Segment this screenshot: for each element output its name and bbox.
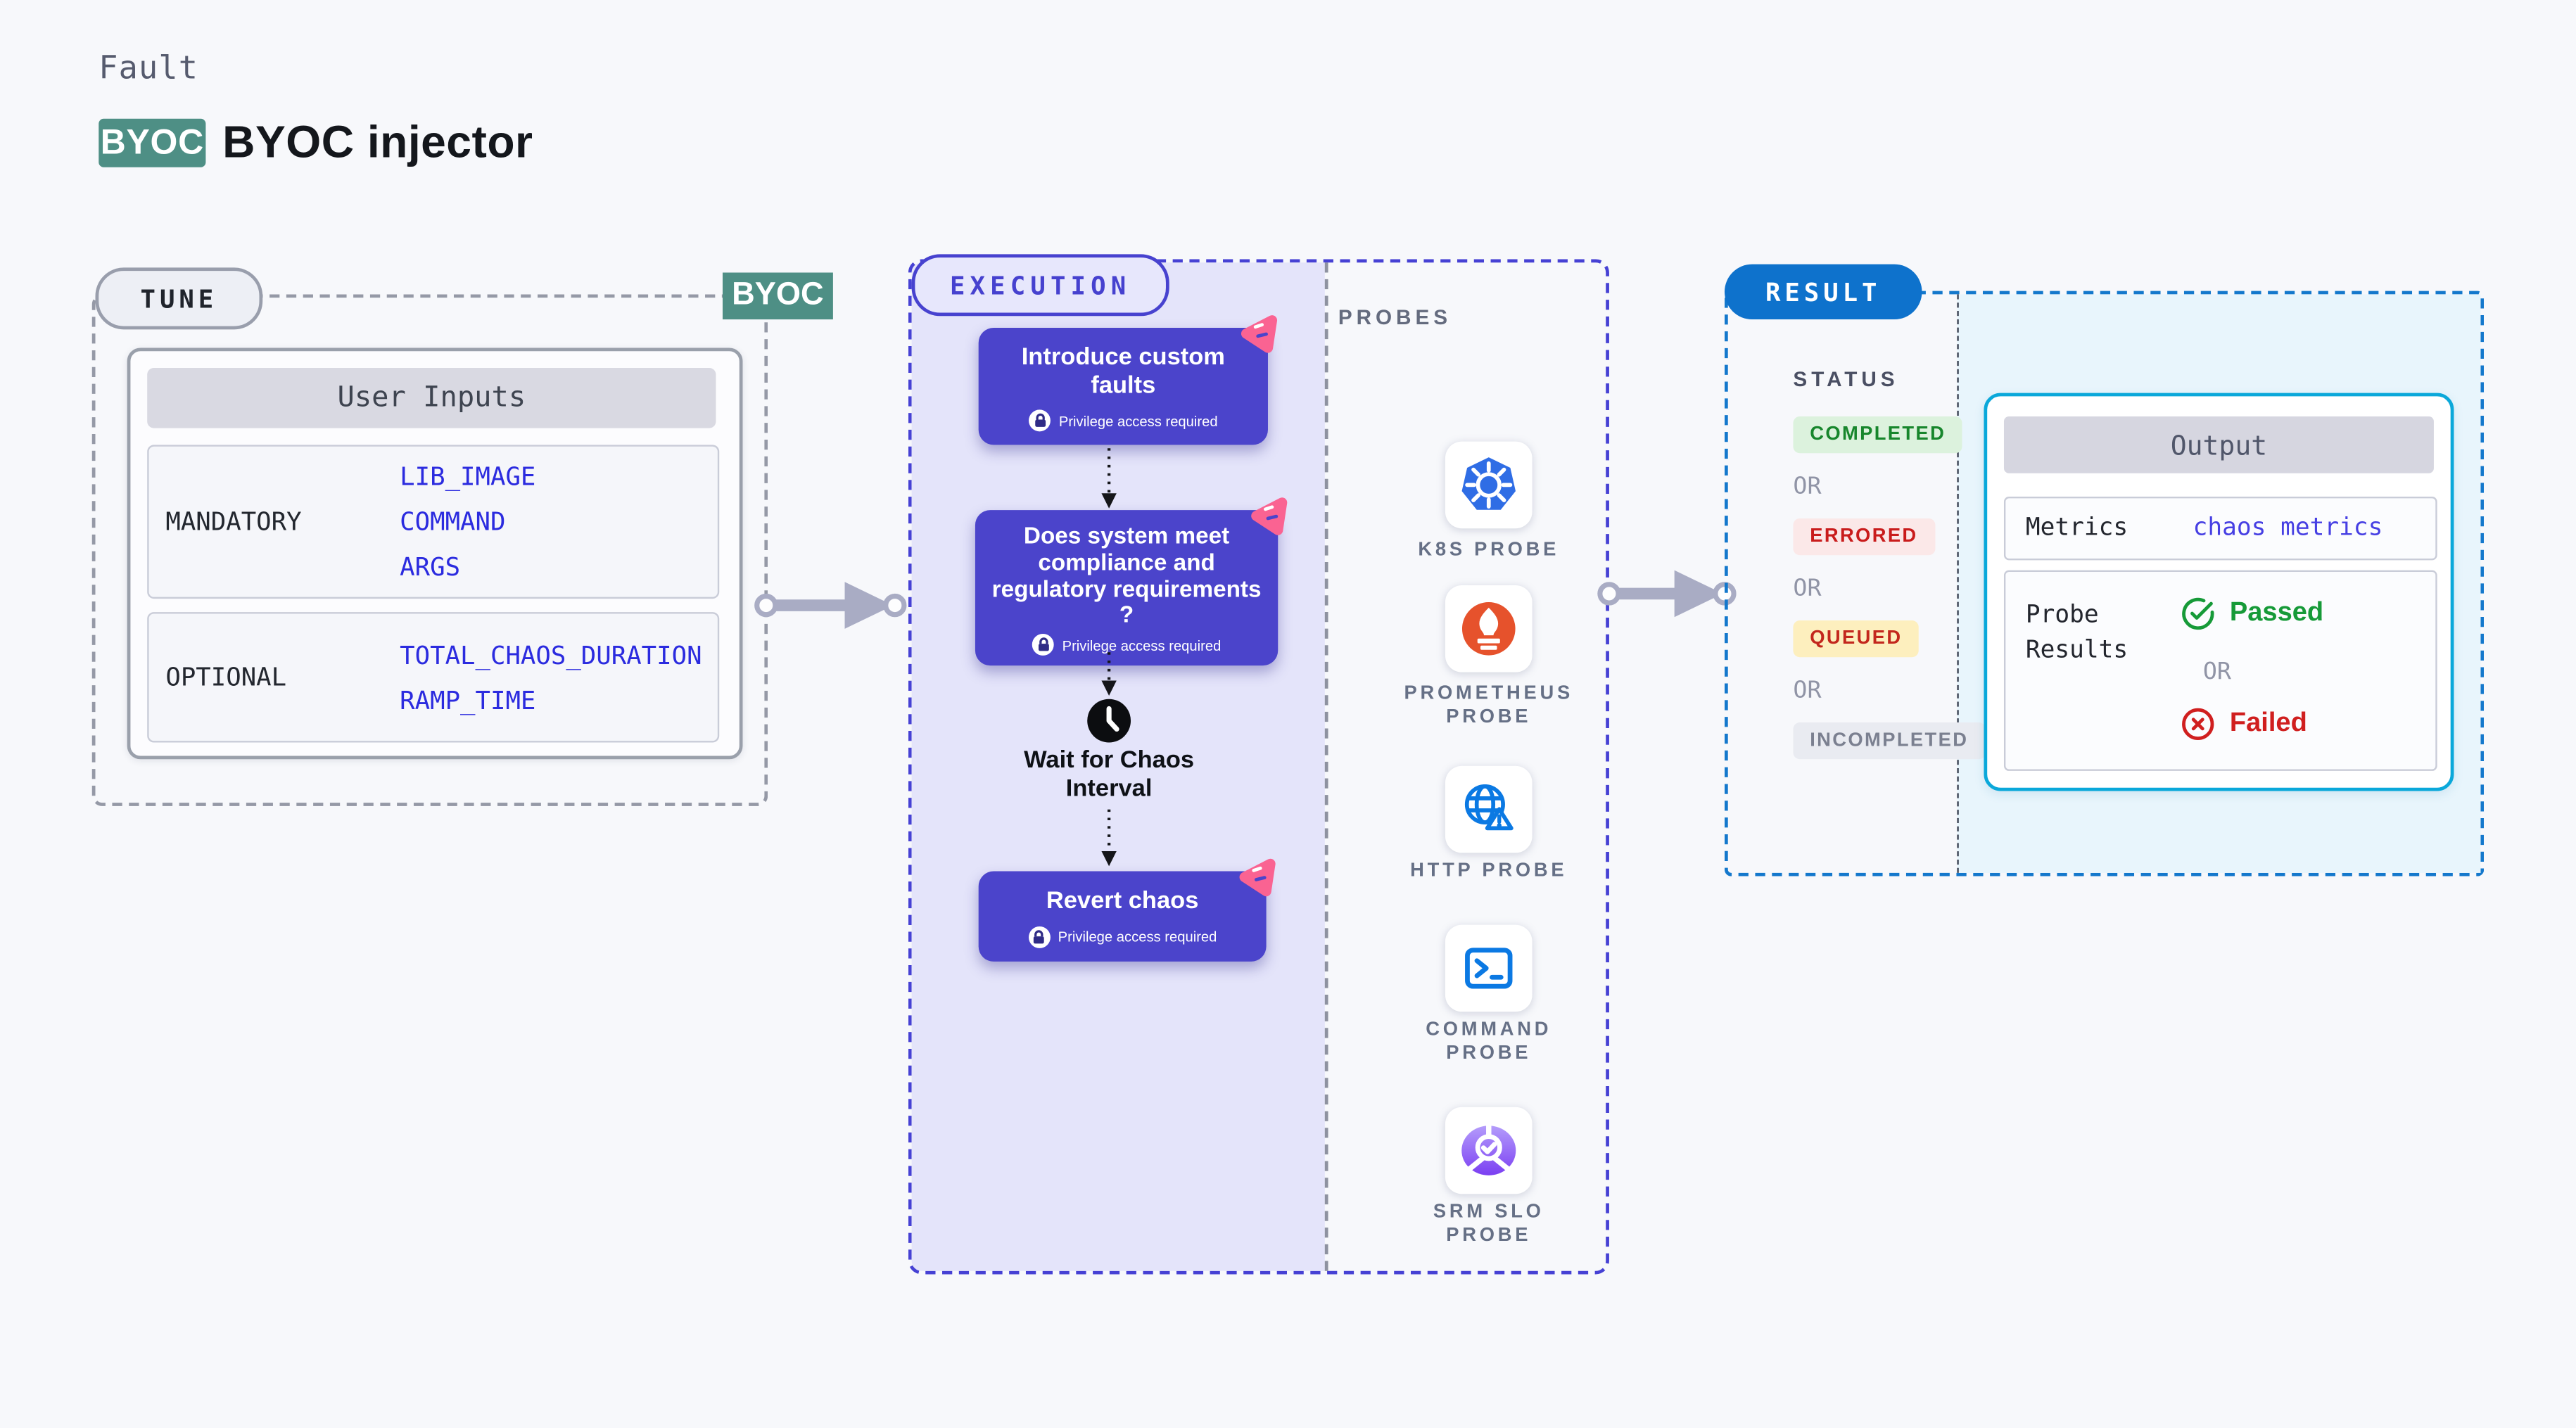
page-title: BYOC injector — [222, 117, 533, 167]
srm-slo-icon — [1461, 1124, 1516, 1175]
node-title: Does system meet compliance and regulato… — [991, 521, 1262, 628]
env-var: TOTAL_CHAOS_DURATION — [400, 639, 702, 670]
status-badges-column: COMPLETED OR ERRORED OR QUEUED OR INCOMP… — [1793, 416, 1986, 760]
flow-node-revert-chaos: Revert chaos Privilege access required — [978, 858, 1276, 961]
check-circle-icon — [2182, 597, 2214, 630]
metrics-row: Metrics chaos metrics — [2003, 497, 2437, 561]
status-badge-incompleted: INCOMPLETED — [1793, 722, 1986, 760]
node-title: Revert chaos — [1046, 888, 1199, 915]
privilege-badge: Privilege access required — [992, 925, 1253, 948]
probe-card-srm-slo — [1445, 1107, 1533, 1194]
lock-icon — [1032, 634, 1054, 656]
probe-card-k8s — [1445, 441, 1533, 529]
output-header: Output — [2003, 416, 2434, 473]
or-separator: OR — [1793, 574, 1822, 601]
failed-text: Failed — [2229, 708, 2307, 738]
result-separator-line — [1957, 294, 1959, 873]
flow-arrow-down — [1101, 652, 1117, 696]
kubernetes-icon — [1461, 457, 1516, 510]
execution-to-result-arrow — [1597, 570, 1737, 618]
result-section-pill: RESULT — [1724, 264, 1922, 320]
env-var: ARGS — [400, 552, 461, 582]
probe-card-prometheus — [1445, 585, 1533, 672]
optional-row: OPTIONAL TOTAL_CHAOS_DURATION RAMP_TIME — [147, 612, 720, 743]
probe-card-command — [1445, 924, 1533, 1012]
privilege-text: Privilege access required — [1058, 412, 1218, 429]
env-var: RAMP_TIME — [400, 684, 536, 715]
probe-results-label: Probe Results — [2025, 601, 2128, 664]
probe-label-k8s: K8S PROBE — [1418, 540, 1560, 561]
flow-node-wait-interval: Wait for Chaos Interval — [1024, 747, 1195, 802]
failed-result: Failed — [2180, 706, 2307, 742]
prometheus-icon — [1461, 602, 1516, 656]
chaos-icon — [1239, 858, 1276, 897]
or-separator: OR — [2202, 658, 2231, 686]
tune-to-execution-arrow — [754, 582, 907, 629]
fault-eyebrow: Fault — [99, 50, 199, 87]
optional-values: TOTAL_CHAOS_DURATION RAMP_TIME — [400, 613, 702, 741]
mandatory-values: LIB_IMAGE COMMAND ARGS — [400, 447, 535, 597]
node-title: Introduce custom faults — [1021, 344, 1225, 399]
tune-section-pill: TUNE — [95, 267, 263, 330]
or-separator: OR — [1793, 472, 1822, 499]
probe-label-srm-slo: SRM SLO PROBE — [1433, 1202, 1544, 1247]
env-var: LIB_IMAGE — [400, 461, 536, 492]
metrics-label: Metrics — [2025, 514, 2128, 542]
or-separator: OR — [1793, 676, 1822, 703]
status-badge-queued: QUEUED — [1793, 620, 1920, 658]
probe-label-command: COMMAND PROBE — [1426, 1020, 1552, 1064]
x-circle-icon — [2182, 708, 2214, 741]
probe-label-prometheus: PROMETHEUS PROBE — [1404, 684, 1574, 728]
terminal-icon — [1465, 948, 1513, 989]
probe-card-http — [1445, 765, 1533, 853]
optional-label: OPTIONAL — [165, 662, 287, 693]
lock-icon — [1027, 925, 1050, 948]
mandatory-label: MANDATORY — [165, 506, 302, 537]
flow-arrow-down — [1101, 448, 1117, 509]
byoc-title-badge: BYOC — [99, 118, 206, 167]
user-inputs-header: User Inputs — [147, 367, 716, 428]
status-label: STATUS — [1793, 367, 1899, 392]
env-var: COMMAND — [400, 506, 506, 537]
probes-separator-line — [1324, 262, 1328, 1271]
clock-icon — [1087, 699, 1131, 743]
status-badge-errored: ERRORED — [1793, 518, 1935, 556]
privilege-badge: Privilege access required — [992, 409, 1255, 432]
probe-label-http: HTTP PROBE — [1410, 861, 1568, 881]
privilege-badge: Privilege access required — [989, 634, 1264, 656]
mandatory-row: MANDATORY LIB_IMAGE COMMAND ARGS — [147, 445, 720, 599]
byoc-corner-badge: BYOC — [722, 272, 833, 320]
probes-label: PROBES — [1338, 306, 1452, 330]
privilege-text: Privilege access required — [1058, 928, 1217, 945]
chaos-icon — [1251, 497, 1288, 535]
status-badge-completed: COMPLETED — [1793, 416, 1963, 454]
flow-arrow-down — [1101, 809, 1117, 867]
flow-node-introduce-faults: Introduce custom faults Privilege access… — [978, 315, 1278, 445]
flow-node-compliance-check: Does system meet compliance and regulato… — [975, 497, 1288, 666]
chaos-icon — [1241, 315, 1278, 353]
execution-section-pill: EXECUTION — [911, 254, 1169, 317]
output-card: Output Metrics chaos metrics Probe Resul… — [1984, 393, 2454, 791]
globe-alert-icon — [1464, 784, 1514, 831]
tune-section-box — [91, 294, 768, 806]
privilege-text: Privilege access required — [1062, 636, 1222, 654]
metrics-value: chaos metrics — [2193, 515, 2383, 542]
passed-result: Passed — [2180, 595, 2324, 632]
probe-results-row: Probe Results Passed OR — [2003, 570, 2437, 771]
lock-icon — [1029, 409, 1051, 432]
passed-text: Passed — [2229, 599, 2324, 627]
